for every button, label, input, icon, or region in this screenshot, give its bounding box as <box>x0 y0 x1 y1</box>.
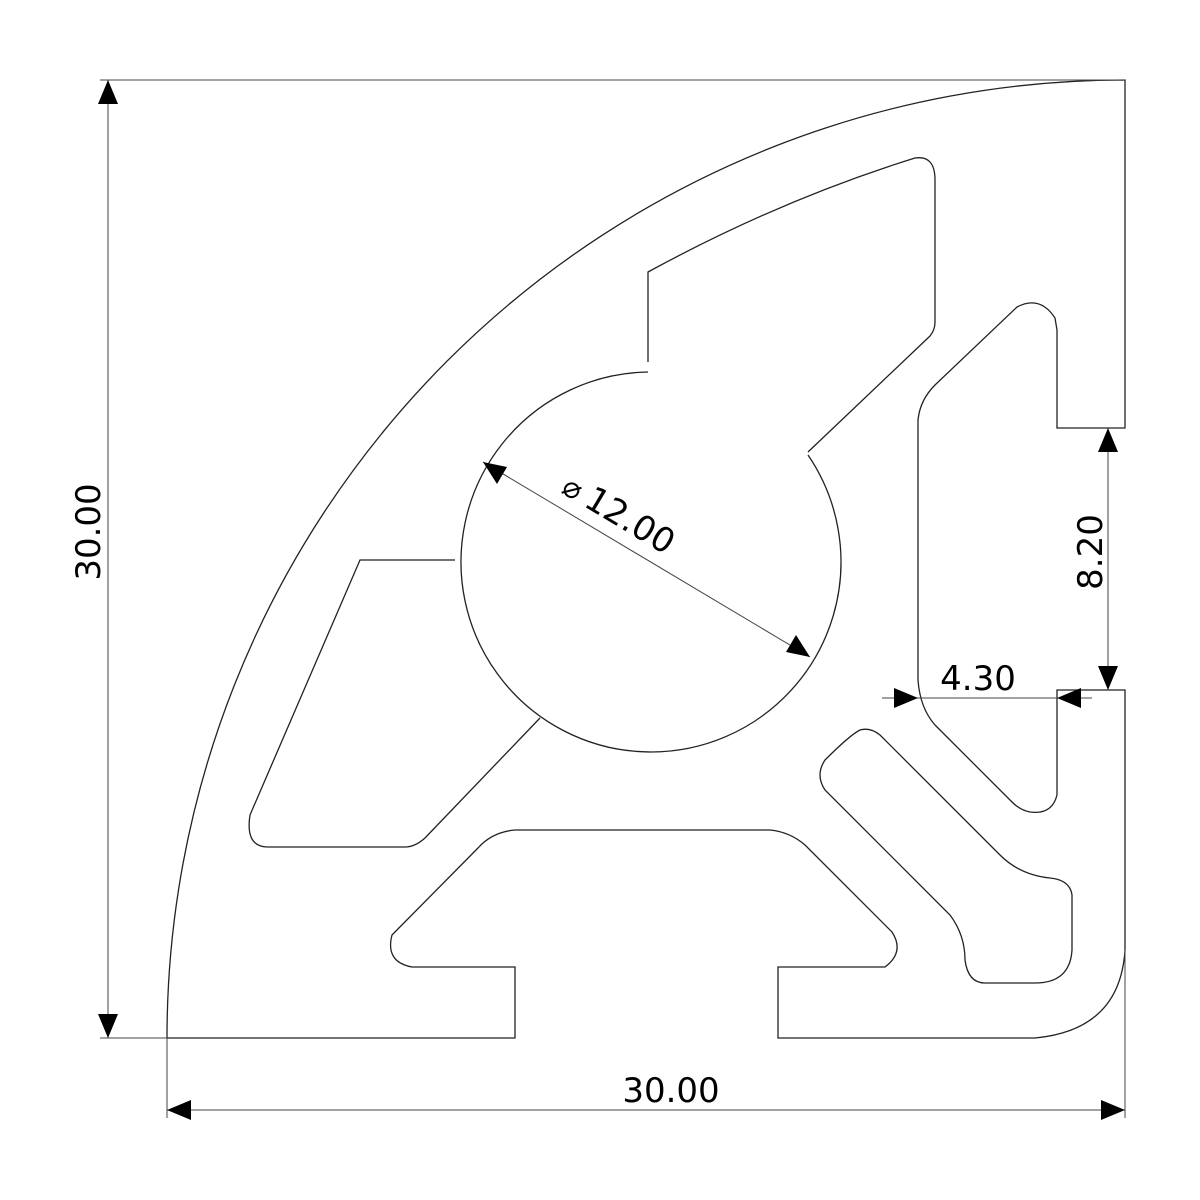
slot-width-dimension-text: 4.30 <box>940 659 1016 699</box>
diameter-label: ⌀ 12.00 <box>556 469 682 563</box>
arrow-icon <box>786 635 810 657</box>
width-dimension-text: 30.00 <box>622 1071 719 1111</box>
arrow-down-icon <box>98 1014 118 1038</box>
diameter-dimension-line <box>482 461 811 658</box>
arrow-right-icon <box>894 688 918 708</box>
arrow-up-icon <box>98 80 118 104</box>
outer-profile <box>166 79 1126 1039</box>
top-pocket <box>647 157 936 453</box>
diameter-dimension-text: 12.00 <box>578 479 682 563</box>
slot-height-dimension-text: 8.20 <box>1071 514 1111 590</box>
left-pocket <box>248 559 541 848</box>
arrow-down-icon <box>1098 666 1118 690</box>
arrow-left-icon <box>167 1100 191 1120</box>
arrow-right-icon <box>1101 1100 1125 1120</box>
arrow-up-icon <box>1098 428 1118 452</box>
bore-circle <box>460 371 842 753</box>
diagonal-pocket <box>819 728 1073 984</box>
arrow-icon <box>483 462 507 484</box>
arrow-left-icon <box>1057 688 1081 708</box>
height-dimension-text: 30.00 <box>69 483 109 580</box>
